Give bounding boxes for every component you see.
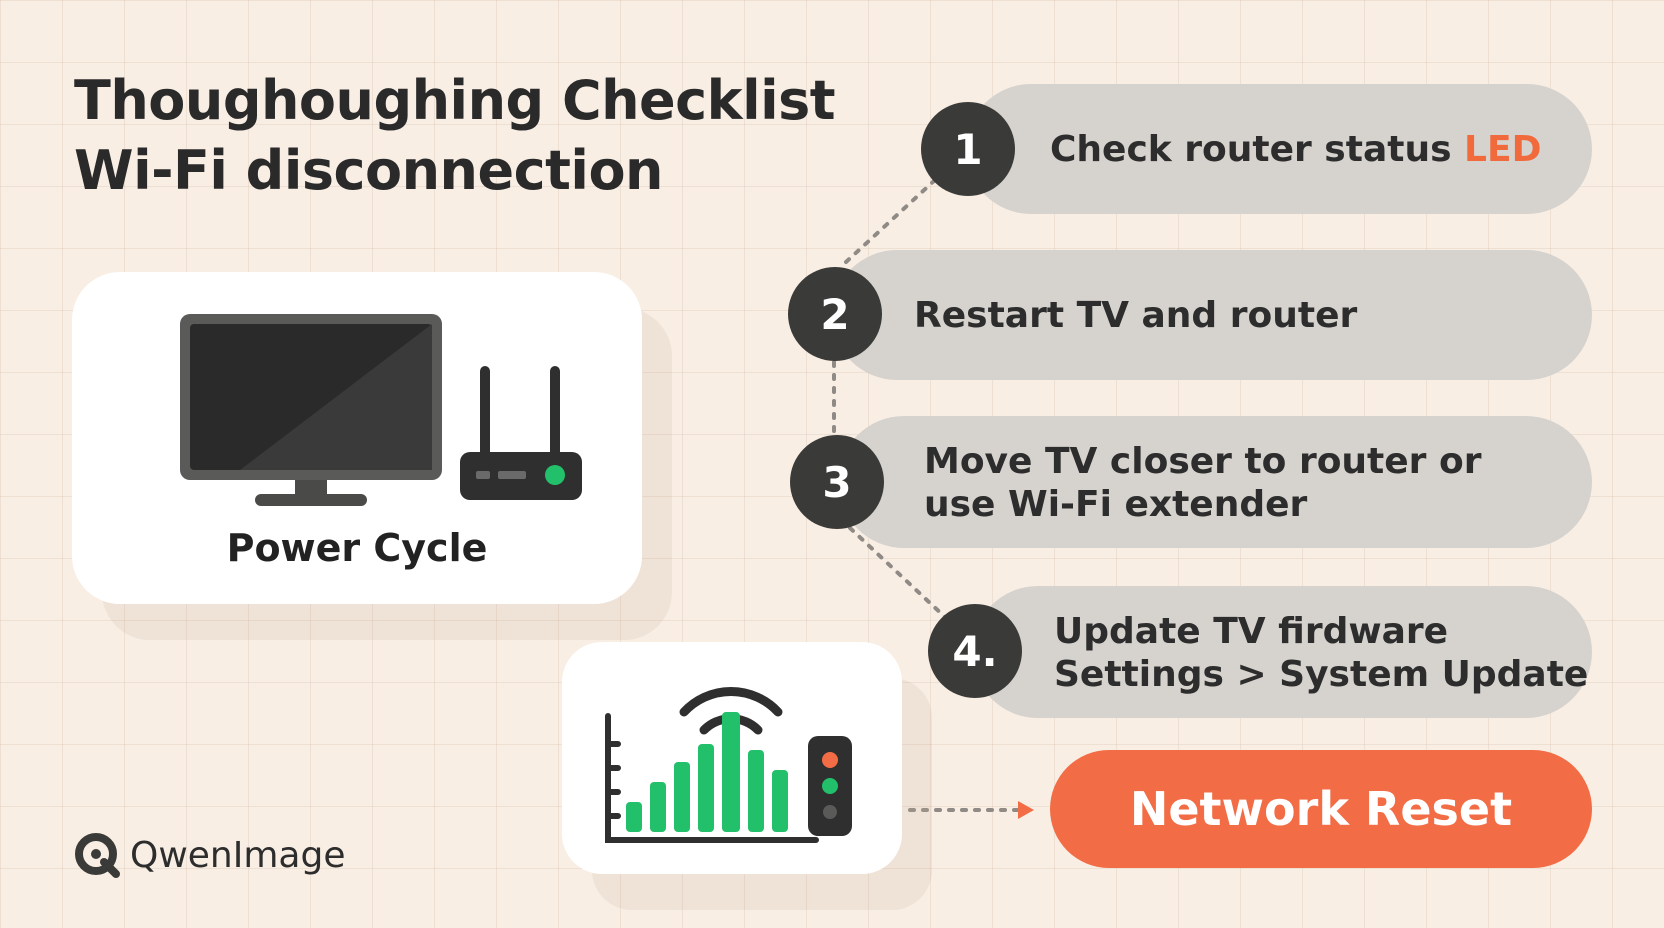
q-logo-icon xyxy=(75,833,120,878)
step-3-line-2: use Wi-Fi extender xyxy=(924,484,1308,525)
step-4-line-1: Update TV firdware xyxy=(1054,611,1449,652)
power-cycle-caption: Power Cycle xyxy=(226,526,488,570)
brand-logo: QwenImage xyxy=(72,830,346,880)
step-1-pill: Check router status LED xyxy=(966,84,1592,214)
step-2-badge: 2 xyxy=(788,267,882,361)
title-line-2: Wi-Fi disconnection xyxy=(74,139,663,202)
step-4-label: Update TV firdware Settings > System Upd… xyxy=(1054,610,1588,696)
step-1-highlight: LED xyxy=(1464,129,1542,170)
title-line-1: Thoughoughing Checklist xyxy=(74,69,836,132)
step-2-pill: Restart TV and router xyxy=(832,250,1592,380)
signal-bars-icon xyxy=(626,712,788,832)
network-reset-button[interactable]: Network Reset xyxy=(1050,750,1592,868)
step-1-label: Check router status LED xyxy=(1050,128,1541,171)
brand-name: QwenImage xyxy=(130,834,346,876)
step-4-line-2: Settings > System Update xyxy=(1054,654,1589,695)
step-3-line-1: Move TV closer to router or xyxy=(924,441,1482,482)
step-3-pill: Move TV closer to router or use Wi-Fi ex… xyxy=(838,416,1592,548)
status-light-icon xyxy=(808,736,852,836)
tv-router-illustration xyxy=(180,314,582,506)
signal-illustration xyxy=(605,686,852,843)
step-3-label: Move TV closer to router or use Wi-Fi ex… xyxy=(924,440,1481,526)
step-3-badge: 3 xyxy=(790,435,884,529)
tv-icon xyxy=(180,314,442,506)
step-2-label: Restart TV and router xyxy=(914,295,1358,336)
step-1-badge: 1 xyxy=(921,102,1015,196)
step-4-pill: Update TV firdware Settings > System Upd… xyxy=(972,586,1592,718)
step-4-badge: 4. xyxy=(928,604,1022,698)
router-icon xyxy=(460,366,582,500)
arrow-head-icon xyxy=(1018,801,1034,819)
step-1-text: Check router status xyxy=(1050,129,1465,170)
power-cycle-card: Power Cycle xyxy=(72,272,642,604)
page-title: Thoughoughing Checklist Wi-Fi disconnect… xyxy=(74,66,836,206)
signal-card xyxy=(562,642,902,874)
